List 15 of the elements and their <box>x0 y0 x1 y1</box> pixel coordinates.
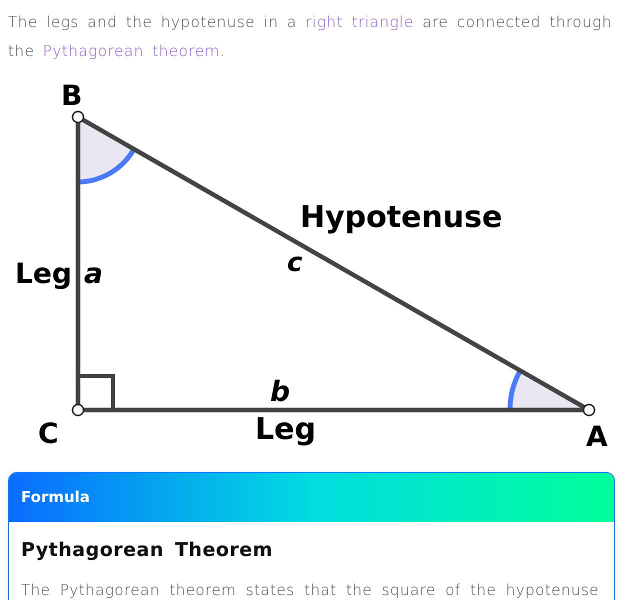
card-title: Pythagorean Theorem <box>21 539 273 561</box>
side-variable: c <box>287 250 302 276</box>
card-text: The Pythagorean theorem states that the square of the hypotenuse <box>21 581 599 599</box>
text-link: Pythagorean theorem <box>42 42 220 60</box>
side-label: Hypotenuse <box>300 203 502 233</box>
side-variable: a <box>84 260 103 288</box>
vertex-label: C <box>38 420 59 448</box>
intro-paragraph: The legs and the hypotenuse in a right triangle are connected through the Pythagorean theorem. <box>8 12 612 62</box>
side-label: Leg <box>255 415 316 445</box>
card-header: Formula <box>9 473 614 522</box>
side-label: Leg <box>15 260 72 288</box>
side-variable: b <box>270 378 290 406</box>
vertex-label: A <box>586 423 608 451</box>
text-link: right triangle <box>305 13 414 31</box>
vertex-label: B <box>61 82 82 110</box>
